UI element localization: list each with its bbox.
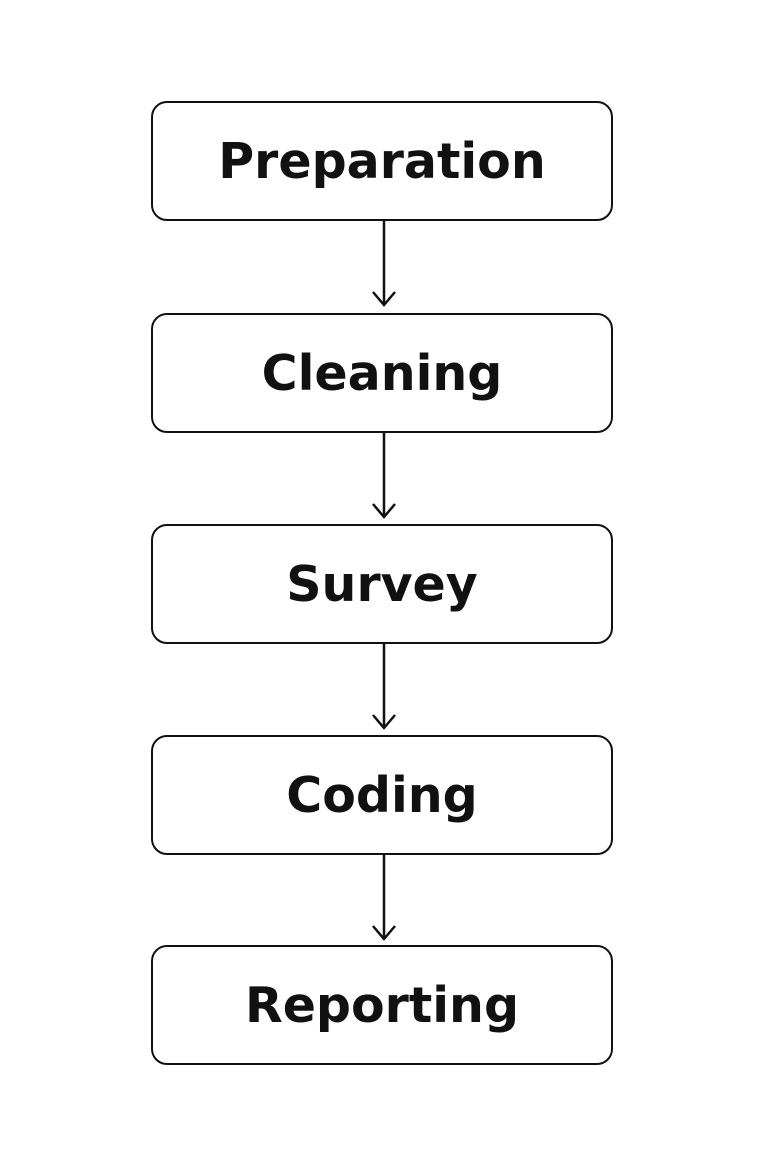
step-label-reporting: Reporting: [244, 976, 520, 1034]
step-label-preparation: Preparation: [218, 132, 546, 190]
step-label-cleaning: Cleaning: [261, 344, 503, 402]
step-box-reporting: Reporting: [151, 945, 613, 1065]
arrow-down-icon: [372, 221, 396, 307]
step-box-cleaning: Cleaning: [151, 313, 613, 433]
arrow-down-icon: [372, 433, 396, 519]
step-box-preparation: Preparation: [151, 101, 613, 221]
step-label-survey: Survey: [286, 555, 478, 613]
arrow-down-icon: [372, 644, 396, 730]
step-box-survey: Survey: [151, 524, 613, 644]
step-label-coding: Coding: [286, 766, 478, 824]
step-box-coding: Coding: [151, 735, 613, 855]
arrow-down-icon: [372, 855, 396, 941]
